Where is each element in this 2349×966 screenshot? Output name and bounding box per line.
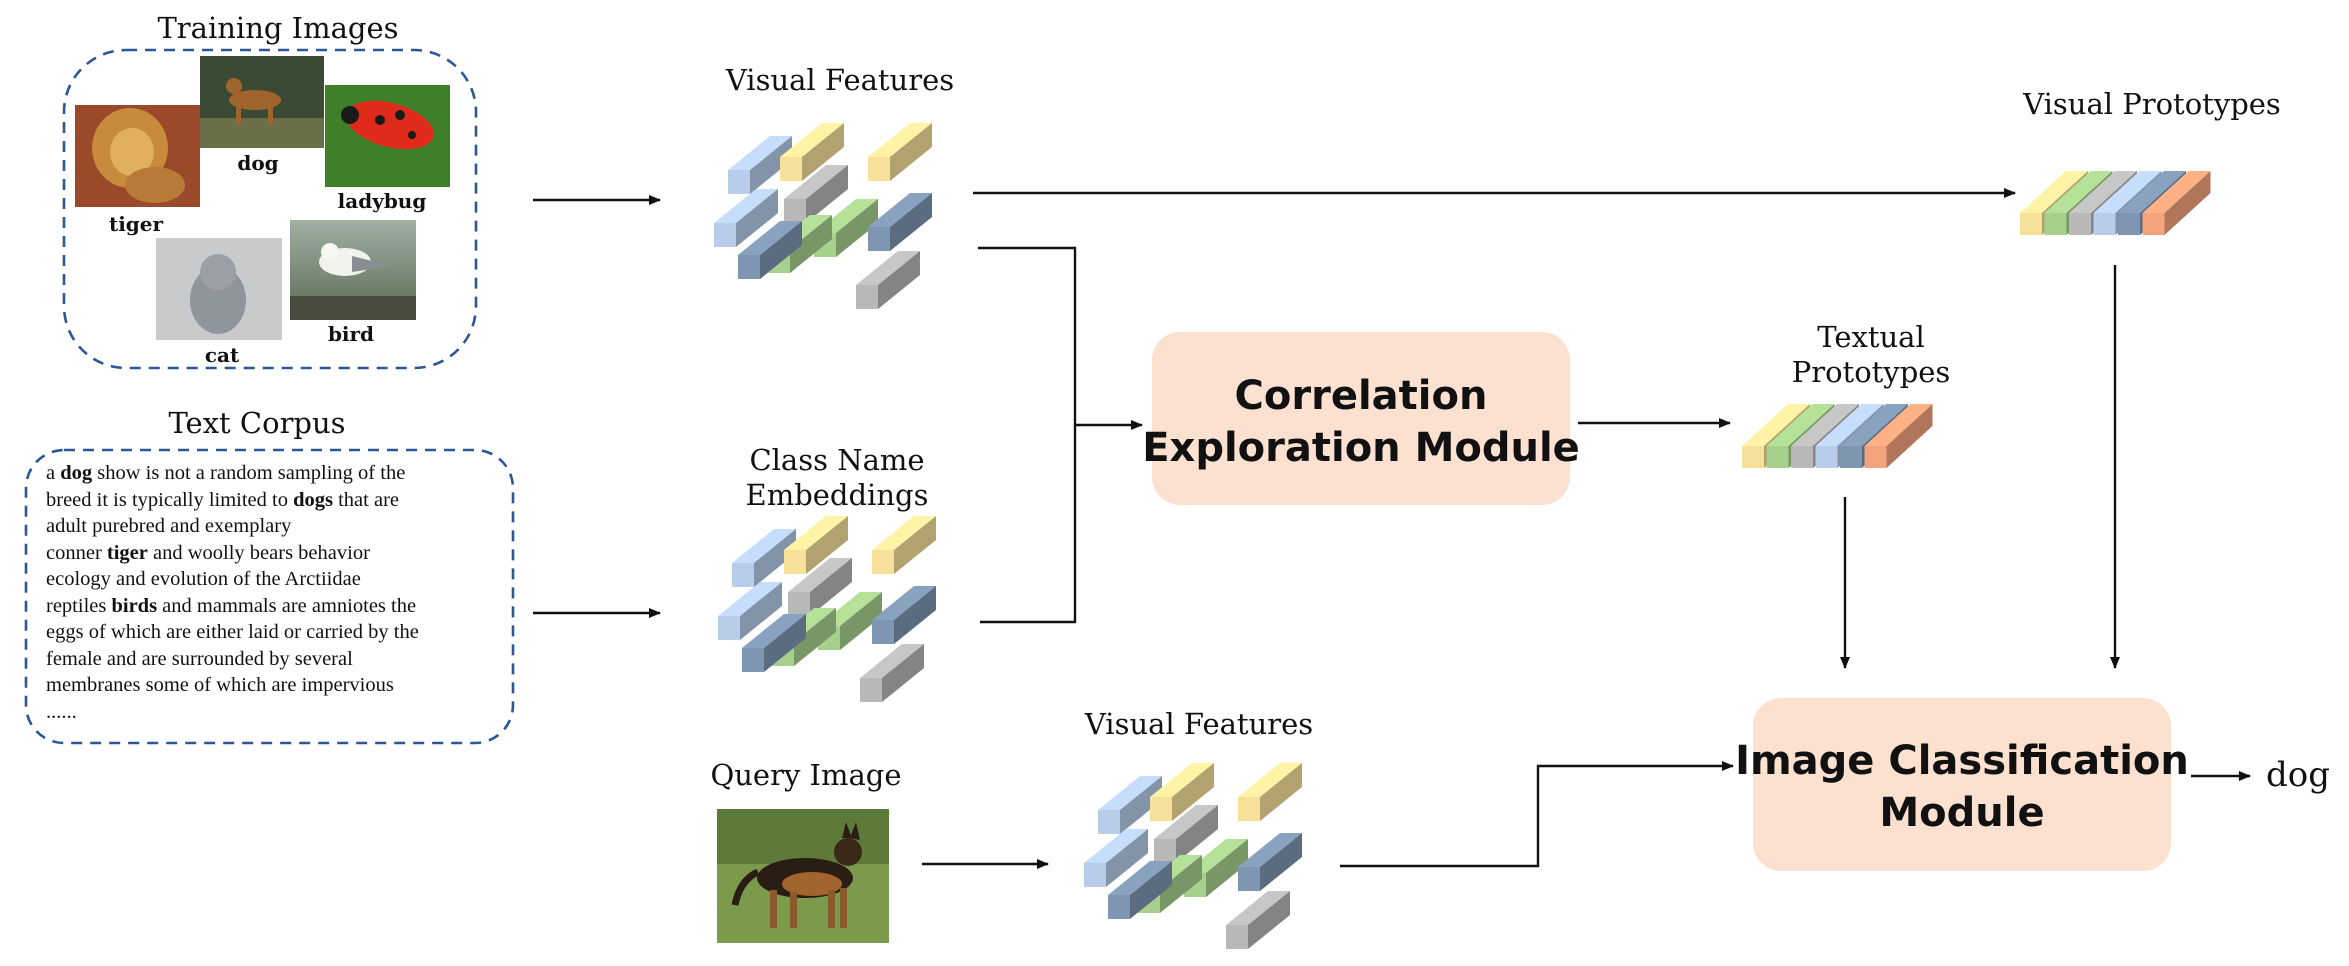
bird-image [290,220,416,320]
query-image [717,809,889,943]
corpus-line: reptiles birds and mammals are amniotes … [46,593,416,619]
class-name-embeddings-cluster [718,516,936,702]
feature-bar [868,123,932,181]
corpus-keyword: dog [60,462,93,484]
feature-bar [742,614,806,672]
corpus-text: show is not a random sampling of the [92,462,406,484]
prototype-bar [2142,171,2211,235]
feature-bar [714,189,778,247]
corpus-line: membranes some of which are impervious [46,672,394,698]
text-corpus-title: Text Corpus [168,406,345,440]
feature-bar [1108,861,1172,919]
feature-bar [868,193,932,251]
feature-bar [1084,829,1148,887]
corpus-text: adult purebred and exemplary [46,515,292,537]
corpus-text: a [46,462,61,484]
textual-prototypes-label-line1: Textual [1817,320,1925,354]
corpus-text: eggs of which are either laid or carried… [46,621,419,643]
class-name-label-line2: Embeddings [746,478,929,512]
correlation-module-line2: Exploration Module [1142,425,1580,471]
cat-image [156,238,282,340]
corpus-text: ...... [46,700,77,723]
corpus-text: and woolly bears behavior [147,541,370,564]
corpus-line: conner tiger and woolly bears behavior [46,540,370,566]
training-images-title: Training Images [157,11,398,45]
feature-bar [856,251,920,309]
corpus-line: ecology and evolution of the Arctiidae [46,566,361,592]
output-label: dog [2266,755,2330,795]
feature-bar [784,516,848,574]
cat-label: cat [205,343,240,367]
class-name-label-line1: Class Name [749,443,924,477]
corpus-keyword: tiger [106,541,148,564]
tiger-label: tiger [109,212,164,236]
classification-module-line1: Image Classification [1735,738,2189,784]
feature-bar [738,221,802,279]
corpus-text: breed it is typically limited to [46,488,294,511]
prototype-bar [1864,404,1933,468]
corpus-text: ecology and evolution of the Arctiidae [46,568,361,590]
dog-label: dog [237,151,278,175]
corpus-line: breed it is typically limited to dogs th… [46,487,399,513]
correlation-exploration-module: Correlation Exploration Module [1142,332,1580,505]
feature-bar [1154,805,1218,863]
image-classification-module: Image Classification Module [1735,698,2189,871]
feature-bar [732,529,796,587]
visual-prototypes-label: Visual Prototypes [2022,87,2281,121]
feature-bar [788,558,852,616]
feature-bar [1238,763,1302,821]
query-image-label: Query Image [710,758,901,792]
textual-prototypes-row [1742,404,1933,468]
correlation-module-line1: Correlation [1235,373,1488,419]
ladybug-image [325,85,450,187]
tiger-image [75,105,200,207]
textual-prototypes-label-line2: Prototypes [1792,355,1951,389]
corpus-line: ...... [46,699,77,725]
corpus-line: female and are surrounded by several [46,646,353,672]
feature-bar [872,586,936,644]
visual-features-top-cluster [714,123,932,309]
feature-bar [872,516,936,574]
visual-features-bottom-cluster [1084,763,1302,949]
feature-bar [1238,833,1302,891]
arrow-query-features-to-classification [1340,761,1734,868]
corpus-line: adult purebred and exemplary [46,513,291,539]
feature-bar [1098,776,1162,834]
corpus-text: reptiles [46,594,112,617]
corpus-keyword: birds [111,594,158,617]
corpus-line: a dog show is not a random sampling of t… [46,460,405,486]
feature-bar [1226,891,1290,949]
bird-label: bird [328,322,374,346]
ladybug-label: ladybug [338,189,427,213]
feature-bar [780,123,844,181]
corpus-text: membranes some of which are impervious [46,674,394,696]
feature-bar [784,165,848,223]
corpus-keyword: dogs [293,488,333,511]
feature-bar [718,582,782,640]
training-images-box [62,48,478,370]
text-corpus-box [24,448,515,745]
visual-features-top-label: Visual Features [725,63,954,97]
feature-bar [728,136,792,194]
dog-image [200,56,324,148]
feature-bar [860,644,924,702]
feature-bar [1150,763,1214,821]
corpus-line: eggs of which are either laid or carried… [46,619,419,645]
visual-prototypes-row [2020,171,2211,235]
corpus-text: conner [46,541,107,564]
corpus-text: and mammals are amniotes the [157,594,417,617]
classification-module-line2: Module [1879,790,2044,836]
training-images-group: Training Images tiger dog [62,11,478,370]
text-corpus-group: Text Corpus [24,406,515,745]
visual-features-bottom-label: Visual Features [1084,707,1313,741]
connector-features-merge [978,246,1077,624]
corpus-text: that are [332,488,399,511]
corpus-text: female and are surrounded by several [46,647,353,670]
